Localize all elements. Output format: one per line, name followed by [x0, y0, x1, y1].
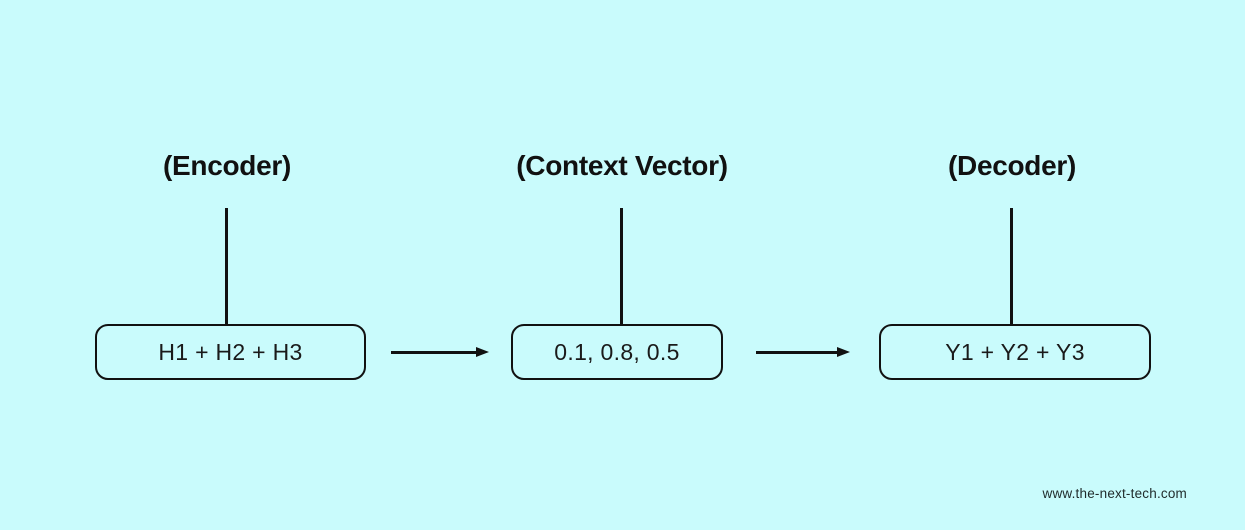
- encoder-title: (Encoder): [163, 150, 291, 181]
- encoder-box: H1 + H2 + H3: [95, 324, 366, 380]
- context-vector-box: 0.1, 0.8, 0.5: [511, 324, 723, 380]
- watermark-url: www.the-next-tech.com: [1042, 486, 1187, 501]
- context-vector-box-text: 0.1, 0.8, 0.5: [554, 338, 680, 365]
- encoder-box-text: H1 + H2 + H3: [158, 338, 303, 365]
- decoder-box: Y1 + Y2 + Y3: [879, 324, 1151, 380]
- arrow-encoder-to-context: [391, 346, 489, 358]
- arrow-shaft: [391, 351, 479, 354]
- arrow-context-to-decoder: [756, 346, 850, 358]
- decoder-connector-line: [1010, 208, 1013, 324]
- decoder-title: (Decoder): [948, 150, 1076, 181]
- context-vector-title: (Context Vector): [516, 150, 728, 181]
- right-arrowhead-icon: [837, 346, 850, 357]
- encoder-connector-line: [225, 208, 228, 324]
- context-vector-connector-line: [620, 208, 623, 324]
- arrow-shaft: [756, 351, 840, 354]
- right-arrowhead-icon: [476, 346, 489, 357]
- decoder-box-text: Y1 + Y2 + Y3: [945, 338, 1085, 365]
